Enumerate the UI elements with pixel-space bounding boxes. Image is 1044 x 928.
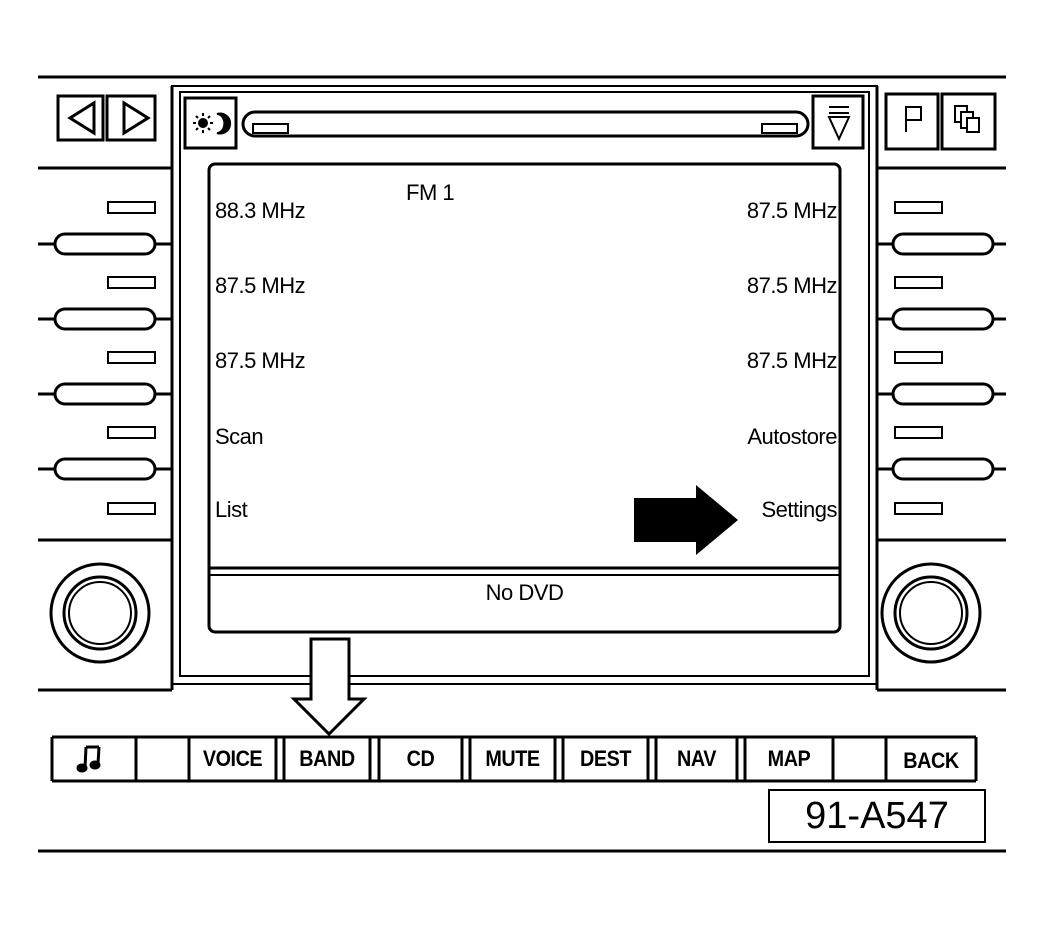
left-softkey-4[interactable] <box>38 457 172 481</box>
right-indicator-3 <box>894 351 943 364</box>
left-knob[interactable] <box>49 562 151 664</box>
settings-pointer-arrow <box>634 485 738 555</box>
band-pointer-arrow <box>290 637 368 737</box>
voice-button[interactable]: VOICE <box>202 746 263 771</box>
band-title: FM 1 <box>406 180 455 205</box>
autostore-option[interactable]: Autostore <box>747 424 837 449</box>
disc-slot <box>241 110 810 138</box>
left-softkey-1[interactable] <box>38 232 172 256</box>
pages-icon <box>954 105 980 133</box>
status-text: No DVD <box>485 580 564 605</box>
preset-right-3[interactable]: 87.5 MHz <box>746 348 838 373</box>
map-button[interactable]: MAP <box>767 746 811 771</box>
right-indicator-2 <box>894 276 943 289</box>
screen-bezel-inner <box>179 91 870 677</box>
scan-option[interactable]: Scan <box>215 424 264 449</box>
left-indicator-5 <box>107 502 156 515</box>
left-indicator-3 <box>107 351 156 364</box>
band-button[interactable]: BAND <box>299 746 355 771</box>
preset-left-1[interactable]: 88.3 MHz <box>215 198 306 223</box>
screen-bezel-outer <box>171 85 878 685</box>
figure-id-label: 91-A547 <box>768 789 986 843</box>
right-softkey-1[interactable] <box>877 232 1006 256</box>
preset-left-3[interactable]: 87.5 MHz <box>215 348 306 373</box>
left-indicator-1 <box>107 201 156 214</box>
display-screen <box>207 162 842 634</box>
nav-button[interactable]: NAV <box>676 746 716 771</box>
right-indicator-5 <box>894 502 943 515</box>
eject-icon <box>827 106 851 142</box>
seek-back-button[interactable] <box>56 94 105 142</box>
dest-button[interactable]: DEST <box>579 746 632 771</box>
left-softkey-3[interactable] <box>38 382 172 406</box>
right-indicator-1 <box>894 201 943 214</box>
right-knob[interactable] <box>880 562 982 664</box>
mute-button[interactable]: MUTE <box>485 746 540 771</box>
preset-right-2[interactable]: 87.5 MHz <box>746 273 838 298</box>
flag-button[interactable] <box>884 92 940 151</box>
preset-right-1[interactable]: 87.5 MHz <box>746 198 838 223</box>
flag-icon <box>905 106 922 132</box>
pages-button[interactable] <box>940 92 997 151</box>
settings-option[interactable]: Settings <box>761 497 838 522</box>
right-softkey-4[interactable] <box>877 457 1006 481</box>
triangle-right-icon <box>122 100 151 136</box>
list-option[interactable]: List <box>215 497 248 522</box>
right-softkey-3[interactable] <box>877 382 1006 406</box>
preset-left-2[interactable]: 87.5 MHz <box>215 273 306 298</box>
seek-forward-button[interactable] <box>105 94 157 142</box>
left-indicator-4 <box>107 426 156 439</box>
right-indicator-4 <box>894 426 943 439</box>
button-bar <box>50 735 978 783</box>
day-night-button[interactable] <box>183 96 238 150</box>
left-indicator-2 <box>107 276 156 289</box>
eject-button[interactable] <box>811 94 865 150</box>
cd-button[interactable]: CD <box>406 746 435 771</box>
left-softkey-2[interactable] <box>38 307 172 331</box>
back-button[interactable]: BACK <box>903 748 959 773</box>
right-softkey-2[interactable] <box>877 307 1006 331</box>
sun-moon-icon <box>193 112 232 135</box>
triangle-left-icon <box>67 100 96 136</box>
music-note-icon <box>76 745 101 773</box>
